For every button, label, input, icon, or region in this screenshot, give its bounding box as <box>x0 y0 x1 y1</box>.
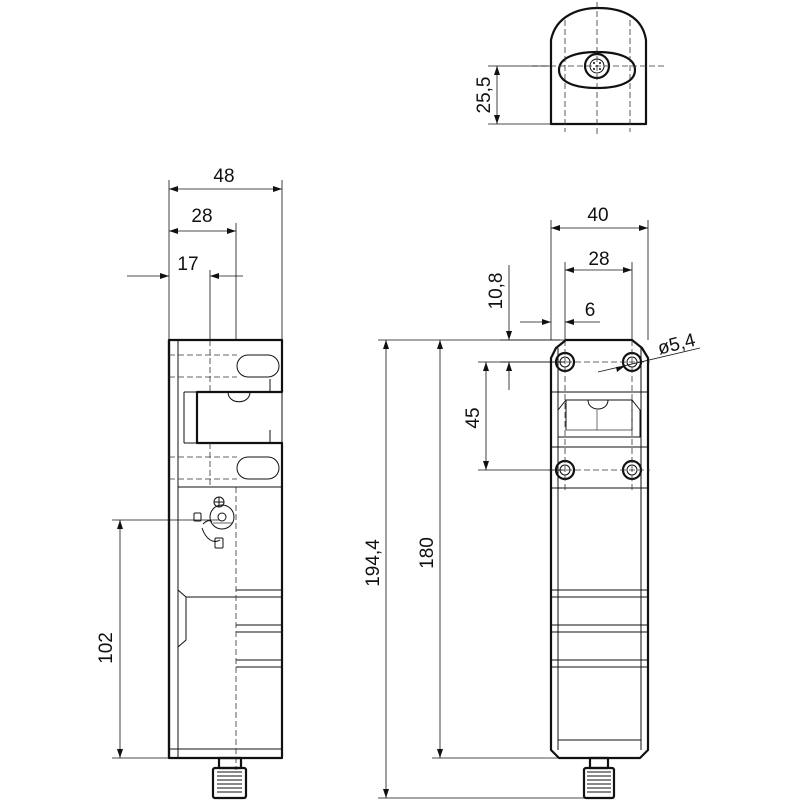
dim-front-6: 6 <box>585 300 596 321</box>
front-view: 40 28 6 10,8 45 194,4 <box>363 205 701 800</box>
dim-front-10-8: 10,8 <box>486 273 507 310</box>
dim-side-48: 48 <box>213 166 234 187</box>
dim-top-height: 25,5 <box>474 77 495 114</box>
dim-front-180: 180 <box>417 537 438 569</box>
dim-side-28: 28 <box>191 206 212 227</box>
side-view: 48 28 17 102 <box>96 166 284 800</box>
dim-front-194-4: 194,4 <box>363 539 384 587</box>
release-symbol <box>193 496 235 549</box>
connector-front <box>582 756 616 800</box>
top-view: 25,5 <box>474 2 664 134</box>
dim-front-45: 45 <box>463 407 484 428</box>
connector-side <box>211 756 248 800</box>
dim-front-40: 40 <box>587 205 608 226</box>
dim-front-hole-diameter: ø5,4 <box>656 330 698 360</box>
dim-front-28: 28 <box>588 249 609 270</box>
dim-side-102: 102 <box>96 632 117 664</box>
dim-side-17: 17 <box>177 254 198 275</box>
